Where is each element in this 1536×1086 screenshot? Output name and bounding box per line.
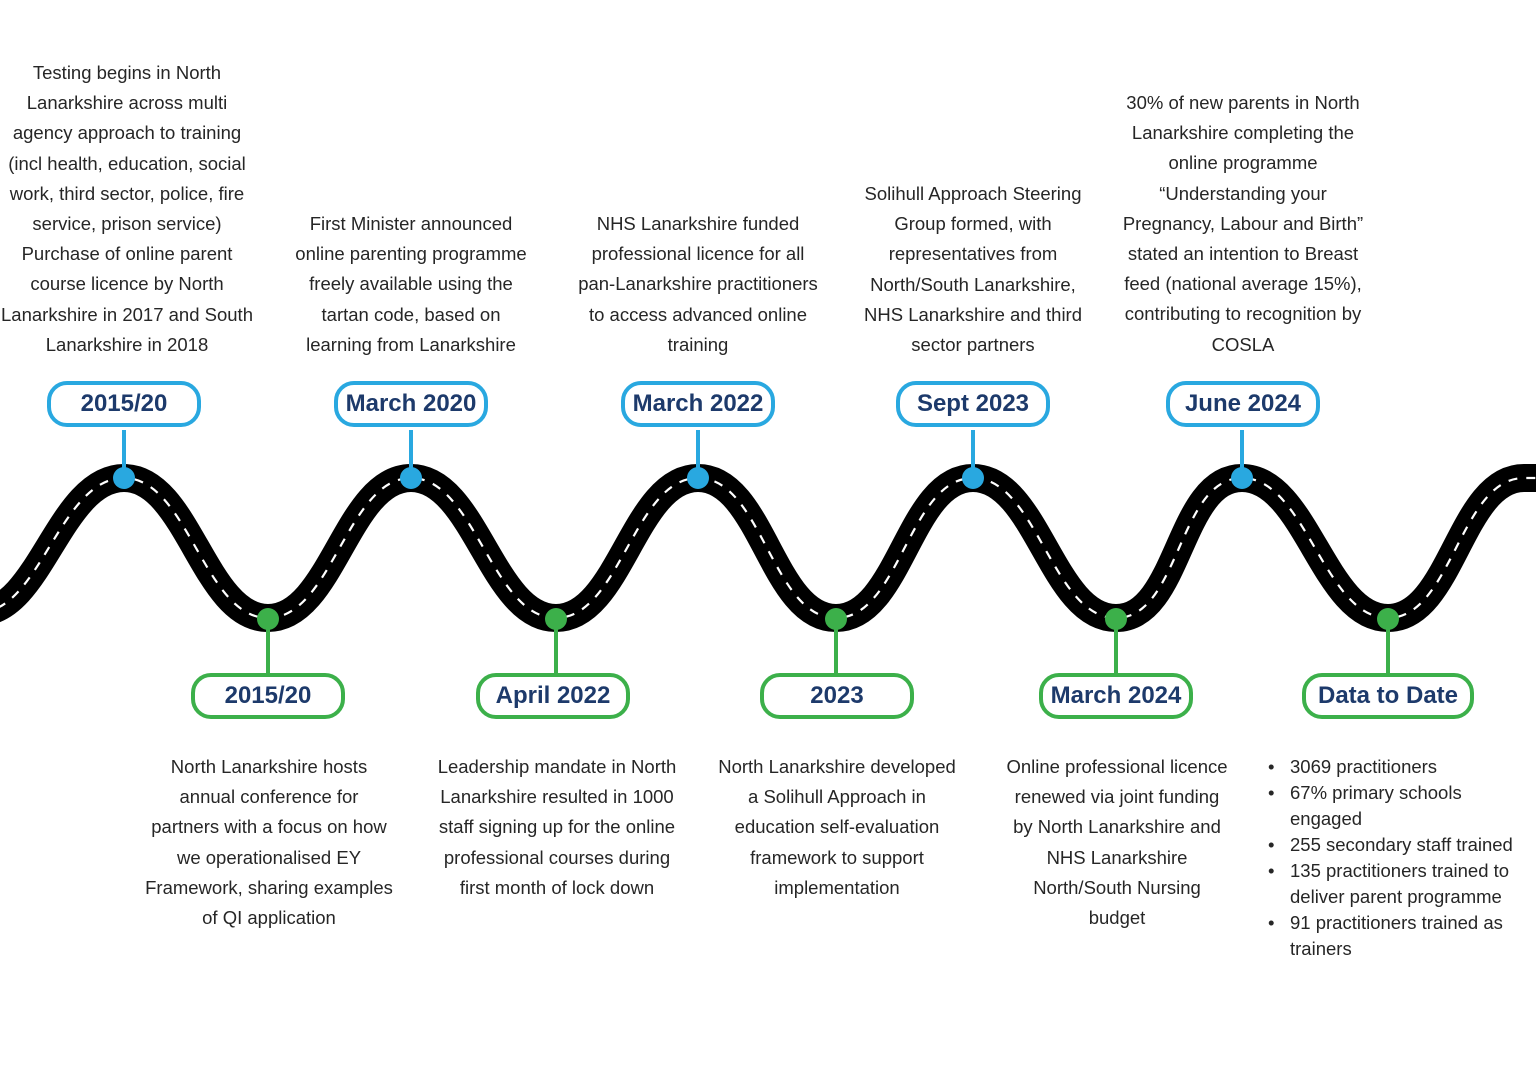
milestone-label-2015-20-top: 2015/20 (47, 381, 201, 427)
event-description-march-2022: NHS Lanarkshire funded professional lice… (578, 213, 818, 355)
road (0, 463, 1536, 633)
milestone-label-march-2020: March 2020 (334, 381, 488, 427)
milestone-label-data-to-date: Data to Date (1302, 673, 1474, 719)
milestone-label-june-2024: June 2024 (1166, 381, 1320, 427)
event-description-june-2024: 30% of new parents in North Lanarkshire … (1122, 92, 1364, 355)
data-bullet: 91 practitioners trained as trainers (1266, 910, 1528, 962)
event-description-march-2024: Online professional licence renewed via … (1006, 756, 1228, 929)
milestone-label-march-2024: March 2024 (1039, 673, 1193, 719)
data-bullet: 255 secondary staff trained (1266, 832, 1528, 858)
event-description-2015-20-bottom: North Lanarkshire hosts annual conferenc… (145, 756, 393, 929)
data-bullet: 3069 practitioners (1266, 754, 1528, 780)
milestone-label-april-2022: April 2022 (476, 673, 630, 719)
event-description-sept-2023: Solihull Approach Steering Group formed,… (864, 183, 1082, 356)
event-description-2023: North Lanarkshire developed a Solihull A… (718, 756, 956, 898)
data-bullet: 135 practitioners trained to deliver par… (1266, 858, 1528, 910)
data-bullet: 67% primary schools engaged (1266, 780, 1528, 832)
milestone-label-2023: 2023 (760, 673, 914, 719)
event-description-march-2020: First Minister announced online parentin… (295, 213, 527, 355)
milestone-label-sept-2023: Sept 2023 (896, 381, 1050, 427)
event-description-april-2022: Leadership mandate in North Lanarkshire … (437, 756, 677, 898)
top-connectors (113, 430, 1253, 489)
bottom-connectors (257, 608, 1399, 674)
milestone-label-2015-20-bottom: 2015/20 (191, 673, 345, 719)
event-description-2015-20-top: Testing begins in North Lanarkshire acro… (1, 62, 253, 355)
milestone-label-march-2022: March 2022 (621, 381, 775, 427)
data-to-date-list: 3069 practitioners 67% primary schools e… (1266, 754, 1528, 962)
road-centerline (0, 476, 1536, 620)
